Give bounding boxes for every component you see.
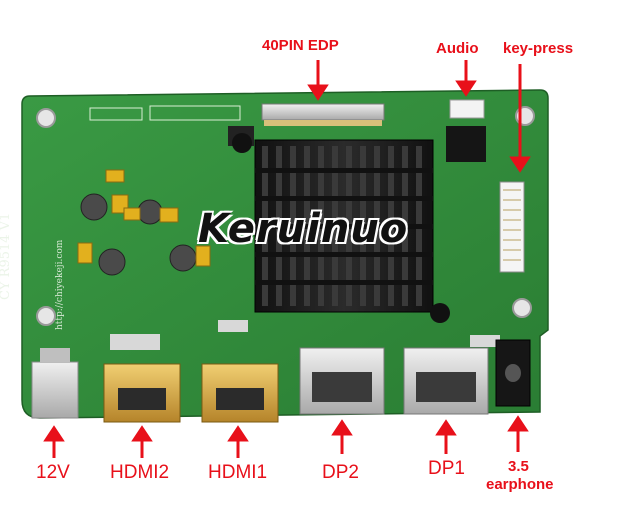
board-model-silkscreen: CY R9514 V1 [0, 212, 13, 300]
label-earphone: earphone [486, 476, 554, 493]
label-hdmi1: HDMI1 [208, 462, 268, 483]
pointer-arrows [43, 60, 531, 458]
label-dp2: DP2 [322, 462, 359, 483]
board-url-silkscreen: http://chiyekeji.com [55, 239, 65, 330]
label-dp1: DP1 [428, 458, 465, 479]
label-audio: Audio [436, 40, 479, 57]
label-12v: 12V [36, 462, 70, 483]
edp-connector-shape [261, 103, 385, 121]
label-key-press: key-press [503, 40, 574, 57]
brand-watermark: Keruinuo [198, 206, 409, 252]
label-40pin-edp: 40PIN EDP [262, 37, 339, 54]
label-earphone-size: 3.5 [508, 458, 529, 475]
label-hdmi2: HDMI2 [110, 462, 170, 483]
audio-connector-shape [449, 99, 485, 119]
earphone-jack-shape [495, 339, 531, 407]
keypress-connector-shape [499, 181, 525, 273]
mounting-holes [36, 106, 535, 326]
dc-jack-shape [31, 361, 79, 419]
